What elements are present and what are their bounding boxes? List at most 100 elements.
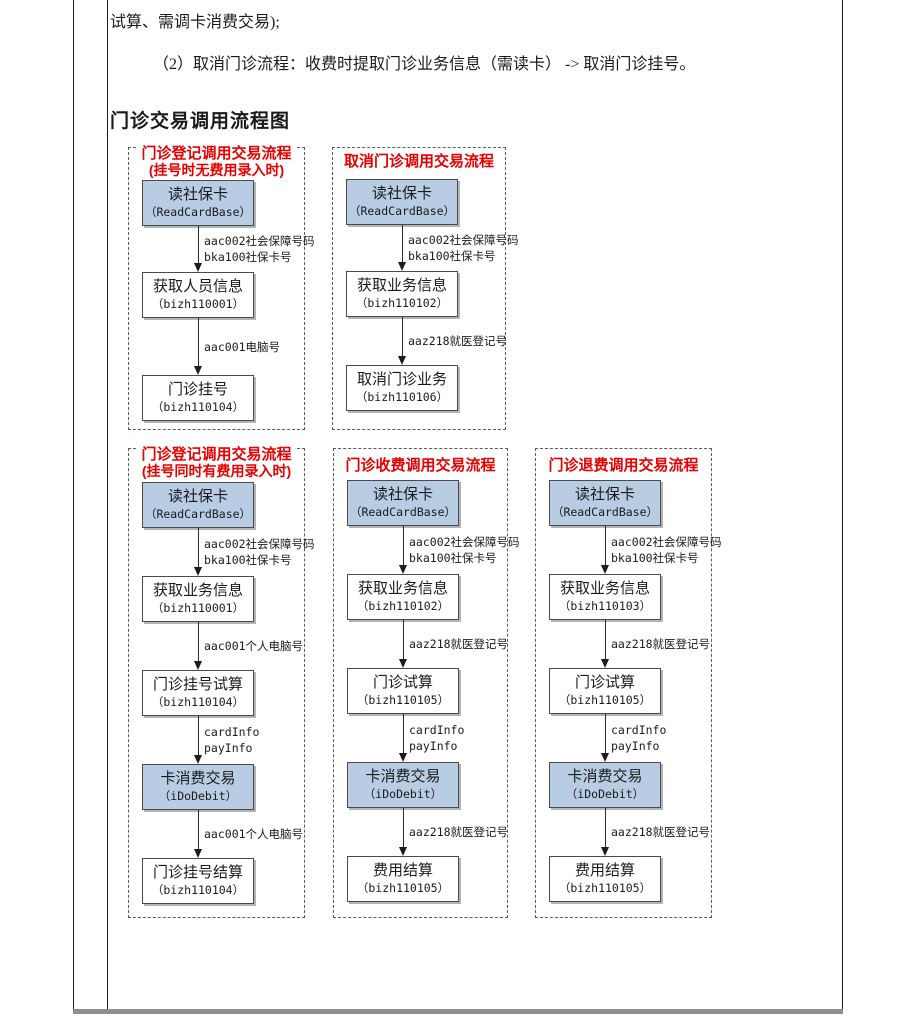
arrow-label: cardInfo payInfo (204, 725, 260, 755)
arrow-head-icon (194, 366, 202, 375)
node-read-social-card: 读社保卡 （ReadCardBase） (347, 480, 459, 526)
flow-arrow: aaz218就医登记号 (346, 317, 507, 365)
node-get-business-info: 获取业务信息 （bizh110102） (346, 271, 458, 317)
arrow-label: aaz218就医登记号 (408, 334, 508, 348)
arrow-label: aaz218就医登记号 (611, 825, 711, 839)
arrow-head-icon (398, 356, 406, 365)
left-margin-rule-inner (107, 0, 108, 1011)
flow-arrow: aac002社会保障号码 bka100社保卡号 (142, 528, 315, 576)
node-card-debit: 卡消费交易 （iDoDebit） (142, 764, 254, 810)
arrow-head-icon (601, 753, 609, 762)
right-margin-rule (842, 0, 843, 1011)
arrow-label: aaz218就医登记号 (409, 825, 509, 839)
node-card-debit: 卡消费交易 （iDoDebit） (549, 762, 661, 808)
flowchart-registration-no-fee: 门诊登记调用交易流程 (挂号时无费用录入时) 读社保卡 （ReadCardBas… (128, 145, 315, 430)
left-margin-rule-outer (73, 0, 74, 1011)
flow-arrow: aac002社会保障号码 bka100社保卡号 (142, 226, 315, 272)
node-get-business-info: 获取业务信息 （bizh110103） (549, 574, 661, 620)
arrow-line (605, 714, 606, 756)
flow-arrow: cardInfo payInfo (347, 714, 464, 762)
flowchart-title: 门诊退费调用交易流程 (548, 457, 699, 474)
arrow-line (403, 620, 404, 662)
flowchart-subtitle: (挂号时无费用录入时) (148, 162, 285, 178)
flow-arrow: aac001个人电脑号 (142, 810, 303, 858)
arrow-head-icon (601, 847, 609, 856)
arrow-line (402, 317, 403, 359)
flowchart-title: 门诊登记调用交易流程 (138, 446, 295, 463)
flowchart-outpatient-charge: 门诊收费调用交易流程 读社保卡 （ReadCardBase） aac002社会保… (333, 448, 520, 918)
arrow-label: aaz218就医登记号 (611, 637, 711, 651)
node-get-business-info: 获取业务信息 （bizh110102） (347, 574, 459, 620)
flow-arrow: aaz218就医登记号 (347, 620, 508, 668)
node-fee-settle: 费用结算 （bizh110105） (549, 856, 661, 902)
flow-arrow: aaz218就医登记号 (549, 808, 710, 856)
node-read-social-card: 读社保卡 （ReadCardBase） (142, 180, 254, 226)
arrow-head-icon (399, 847, 407, 856)
arrow-label: aac001个人电脑号 (204, 639, 304, 653)
arrow-line (403, 808, 404, 850)
node-outpatient-trial-calc: 门诊试算 （bizh110105） (347, 668, 459, 714)
flowchart-cancel-outpatient: 取消门诊调用交易流程 读社保卡 （ReadCardBase） aac002社会保… (332, 147, 519, 430)
arrow-label: aac002社会保障号码 bka100社保卡号 (204, 234, 315, 264)
flow-arrow: aac001电脑号 (142, 318, 280, 375)
node-get-business-info: 获取业务信息 （bizh110001） (142, 576, 254, 622)
arrow-line (198, 622, 199, 664)
node-read-social-card: 读社保卡 （ReadCardBase） (549, 480, 661, 526)
arrow-head-icon (399, 659, 407, 668)
arrow-label: cardInfo payInfo (611, 723, 667, 753)
arrow-label: aac002社会保障号码 bka100社保卡号 (204, 537, 315, 567)
arrow-label: aac001个人电脑号 (204, 827, 304, 841)
flow-arrow: aaz218就医登记号 (549, 620, 710, 668)
arrow-line (403, 714, 404, 756)
flowchart-outpatient-refund: 门诊退费调用交易流程 读社保卡 （ReadCardBase） aac002社会保… (535, 448, 722, 918)
arrow-line (198, 716, 199, 758)
arrow-head-icon (194, 263, 202, 272)
node-register-trial-calc: 门诊挂号试算 （bizh110104） (142, 670, 254, 716)
node-read-social-card: 读社保卡 （ReadCardBase） (346, 179, 458, 225)
flow-arrow: aac001个人电脑号 (142, 622, 303, 670)
arrow-label: aac001电脑号 (204, 339, 281, 354)
arrow-head-icon (194, 661, 202, 670)
node-outpatient-register: 门诊挂号 （bizh110104） (142, 375, 254, 421)
arrow-label: cardInfo payInfo (409, 723, 465, 753)
arrow-label: aac002社会保障号码 bka100社保卡号 (408, 233, 519, 263)
arrow-line (605, 808, 606, 850)
node-outpatient-trial-calc: 门诊试算 （bizh110105） (549, 668, 661, 714)
arrow-head-icon (194, 755, 202, 764)
arrow-head-icon (399, 565, 407, 574)
arrow-head-icon (601, 565, 609, 574)
arrow-line (198, 318, 199, 369)
arrow-line (198, 810, 199, 852)
flowchart-registration-with-fee: 门诊登记调用交易流程 (挂号同时有费用录入时) 读社保卡 （ReadCardBa… (128, 446, 315, 918)
arrow-label: aac002社会保障号码 bka100社保卡号 (611, 535, 722, 565)
flow-arrow: aaz218就医登记号 (347, 808, 508, 856)
section-heading: 门诊交易调用流程图 (110, 111, 291, 132)
node-read-social-card: 读社保卡 （ReadCardBase） (142, 482, 254, 528)
arrow-head-icon (398, 262, 406, 271)
arrow-line (198, 226, 199, 266)
arrow-head-icon (399, 753, 407, 762)
arrow-head-icon (194, 849, 202, 858)
arrow-head-icon (601, 659, 609, 668)
flow-arrow: aac002社会保障号码 bka100社保卡号 (347, 526, 520, 574)
arrow-line (198, 528, 199, 570)
flow-arrow: cardInfo payInfo (142, 716, 259, 764)
flowchart-subtitle: (挂号同时有费用录入时) (141, 463, 292, 479)
node-get-person-info: 获取人员信息 （bizh110001） (142, 272, 254, 318)
arrow-head-icon (194, 567, 202, 576)
node-cancel-outpatient-business: 取消门诊业务 （bizh110106） (346, 365, 458, 411)
arrow-line (605, 620, 606, 662)
flow-arrow: aac002社会保障号码 bka100社保卡号 (346, 225, 519, 271)
arrow-label: aac002社会保障号码 bka100社保卡号 (409, 535, 520, 565)
arrow-line (605, 526, 606, 568)
paragraph-continuation: 试算、需调卡消费交易); (110, 14, 280, 31)
flowchart-title: 门诊登记调用交易流程 (138, 145, 295, 162)
page-bottom-edge (73, 1009, 843, 1014)
arrow-line (402, 225, 403, 265)
flow-arrow: cardInfo payInfo (549, 714, 666, 762)
arrow-line (403, 526, 404, 568)
node-card-debit: 卡消费交易 （iDoDebit） (347, 762, 459, 808)
flow-arrow: aac002社会保障号码 bka100社保卡号 (549, 526, 722, 574)
paragraph-item-2: （2）取消门诊流程：收费时提取门诊业务信息（需读卡） -> 取消门诊挂号。 (153, 56, 696, 73)
